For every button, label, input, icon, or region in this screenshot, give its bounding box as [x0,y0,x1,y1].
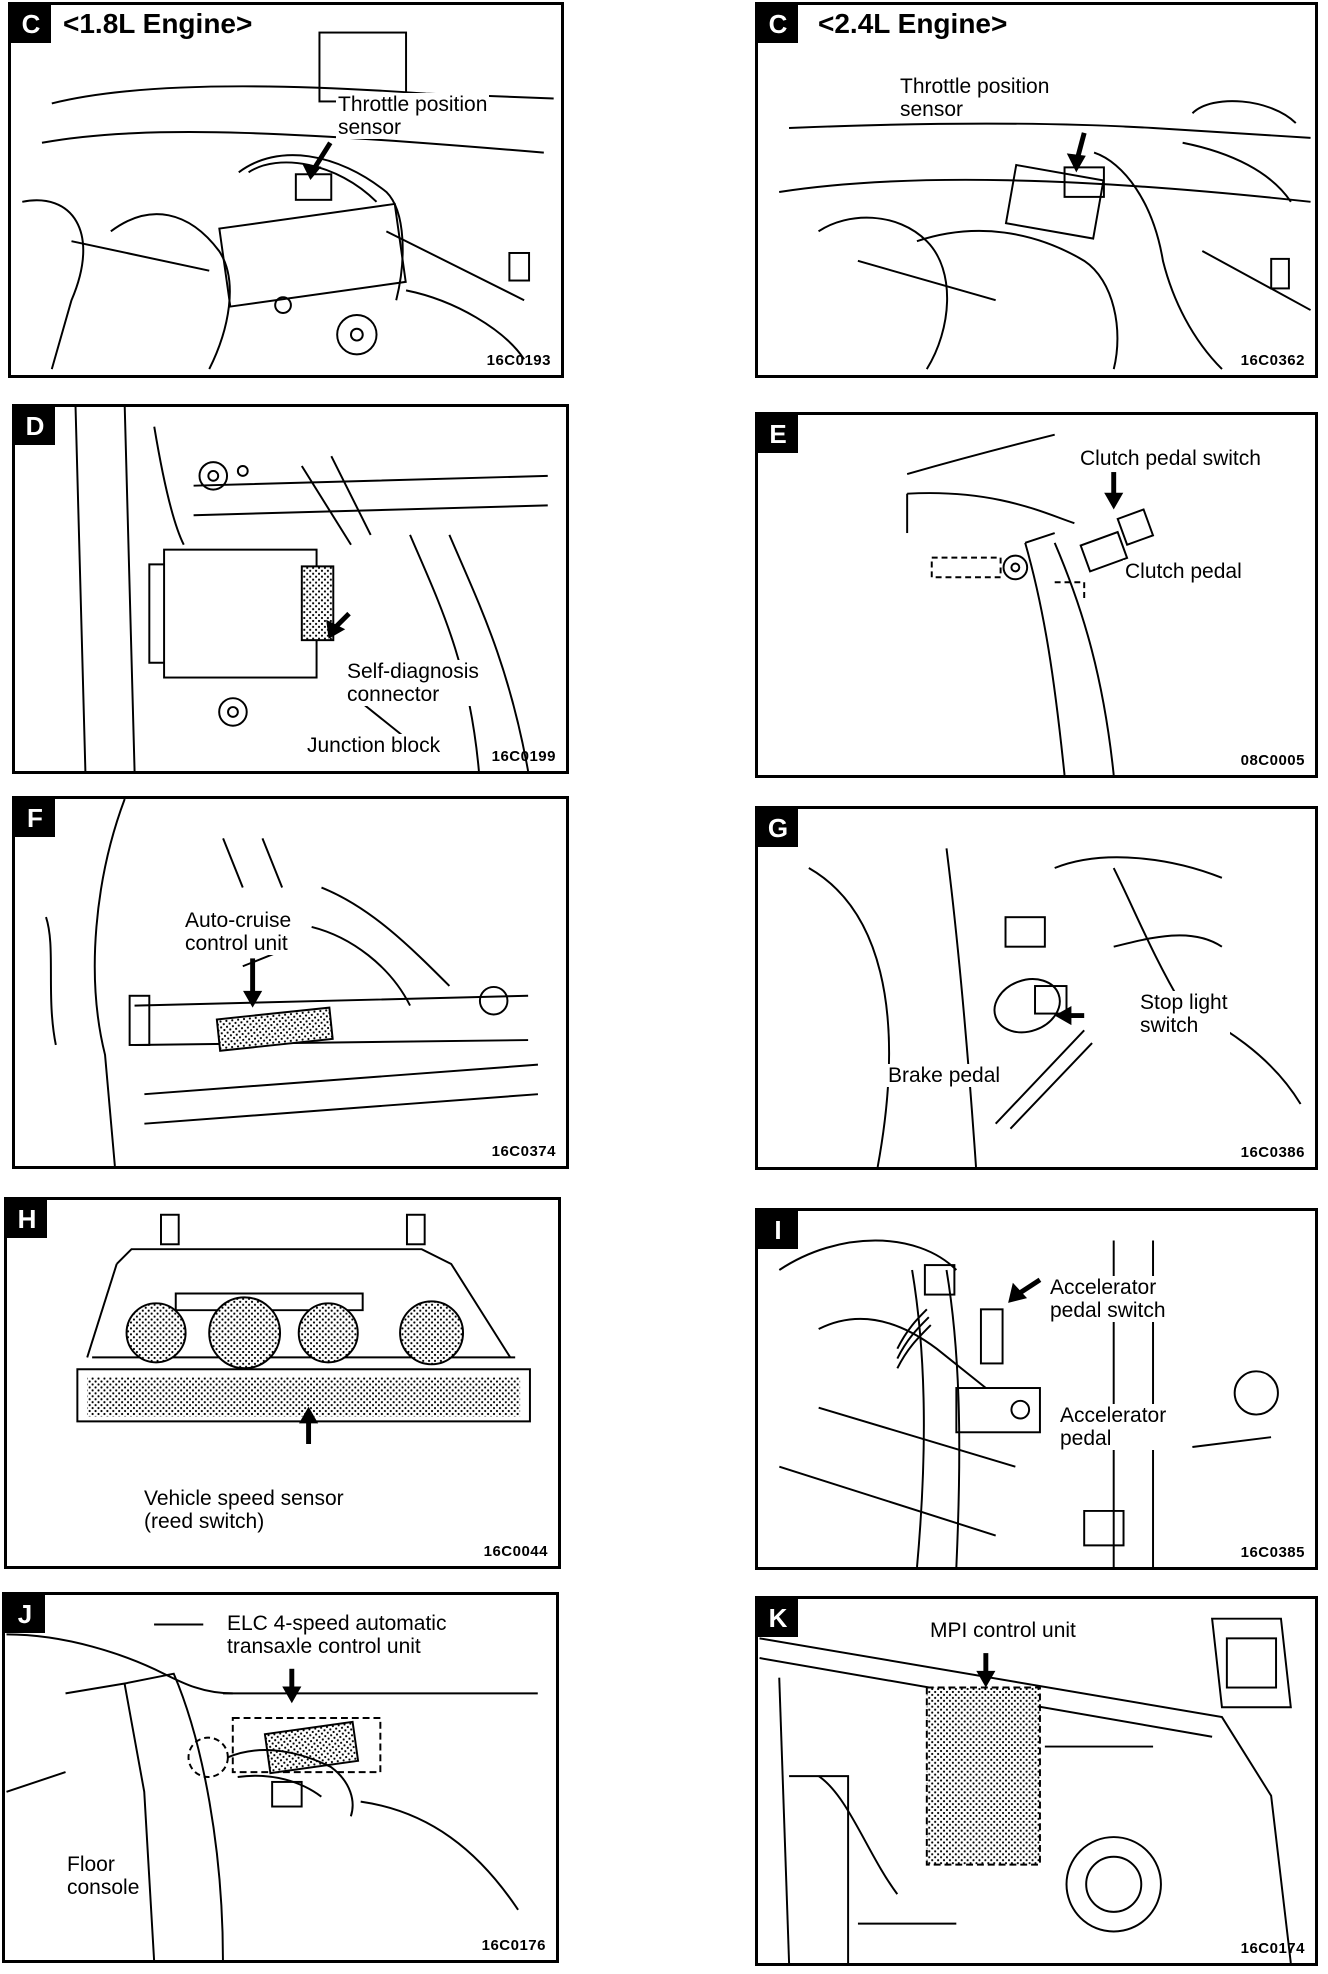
accelerator-pedal-switch-illustration [778,1239,1279,1567]
brake-pedal-label: Brake pedal [886,1064,1003,1087]
transaxle-control-unit-illustration [6,1623,538,1960]
panel-heading: <2.4L Engine> [818,8,1008,39]
auto-cruise-control-unit-label: Auto-cruise control unit [183,909,294,955]
figure-code: 16C0199 [491,748,556,765]
elc-transaxle-control-unit-label: ELC 4-speed automatic transaxle control … [225,1612,449,1658]
accelerator-pedal-switch-label: Accelerator pedal switch [1048,1276,1168,1322]
throttle-sensor-2-4l-illustration [779,100,1312,370]
panel-letter: G [758,809,798,847]
panel-letter: H [7,1200,47,1238]
mpi-control-unit-illustration [759,1617,1292,1963]
junction-block-label: Junction block [305,734,443,757]
throttle-sensor-1-8l-illustration [22,31,554,370]
panel-i: I Accelerator pedal switch Accelerator p… [755,1208,1318,1570]
throttle-position-sensor-label: Throttle position sensor [898,75,1052,121]
auto-cruise-control-unit-illustration [45,799,539,1166]
stop-light-switch-label: Stop light switch [1138,991,1230,1037]
figure-code: 16C0174 [1240,1940,1305,1957]
panel-h: H Vehicle speed sensor (reed switch) 16C… [4,1197,561,1569]
panel-g: G Stop light switch Brake pedal 16C0386 [755,806,1318,1170]
figure-code: 16C0374 [491,1143,556,1160]
figure-code: 16C0176 [481,1937,546,1954]
panel-letter: C [11,5,51,43]
figure-code: 16C0386 [1240,1144,1305,1161]
panel-e: E Clutch pedal switch Clutch pedal 08C00… [755,412,1318,778]
panel-heading: <1.8L Engine> [63,8,253,39]
panel-letter: J [5,1595,45,1633]
stop-light-switch-illustration [808,848,1302,1167]
panel-letter: D [15,407,55,445]
throttle-position-sensor-label: Throttle position sensor [336,93,490,139]
instrument-cluster-illustration [76,1213,531,1444]
floor-console-label: Floor console [65,1853,142,1899]
panel-letter: C [758,5,798,43]
panel-c-2-4l-engine: C <2.4L Engine> Throttle position sensor… [755,2,1318,378]
panel-letter: E [758,415,798,453]
vehicle-speed-sensor-label: Vehicle speed sensor (reed switch) [142,1487,346,1533]
panel-c-1-8l-engine: C <1.8L Engine> Throttle position sensor… [8,2,564,378]
panel-f: F Auto-cruise control unit 16C0374 [12,796,569,1169]
panel-letter: F [15,799,55,837]
figure-code: 16C0044 [483,1543,548,1560]
figure-code: 16C0385 [1240,1544,1305,1561]
panel-letter: I [758,1211,798,1249]
panel-j: J ELC 4-speed automatic transaxle contro… [2,1592,559,1963]
clutch-pedal-label: Clutch pedal [1123,560,1244,583]
figure-code: 16C0362 [1240,352,1305,369]
clutch-pedal-switch-illustration [906,433,1155,775]
self-diagnosis-connector-illustration [74,407,548,771]
accelerator-pedal-label: Accelerator pedal [1058,1404,1169,1450]
panel-d: D Self-diagnosis connector Junction bloc… [12,404,569,774]
self-diagnosis-connector-label: Self-diagnosis connector [345,660,481,706]
mpi-control-unit-label: MPI control unit [928,1619,1078,1642]
clutch-pedal-switch-label: Clutch pedal switch [1078,447,1263,470]
figure-code: 08C0005 [1240,752,1305,769]
panel-letter: K [758,1599,798,1637]
panel-k: K MPI control unit 16C0174 [755,1596,1318,1966]
figure-code: 16C0193 [486,352,551,369]
